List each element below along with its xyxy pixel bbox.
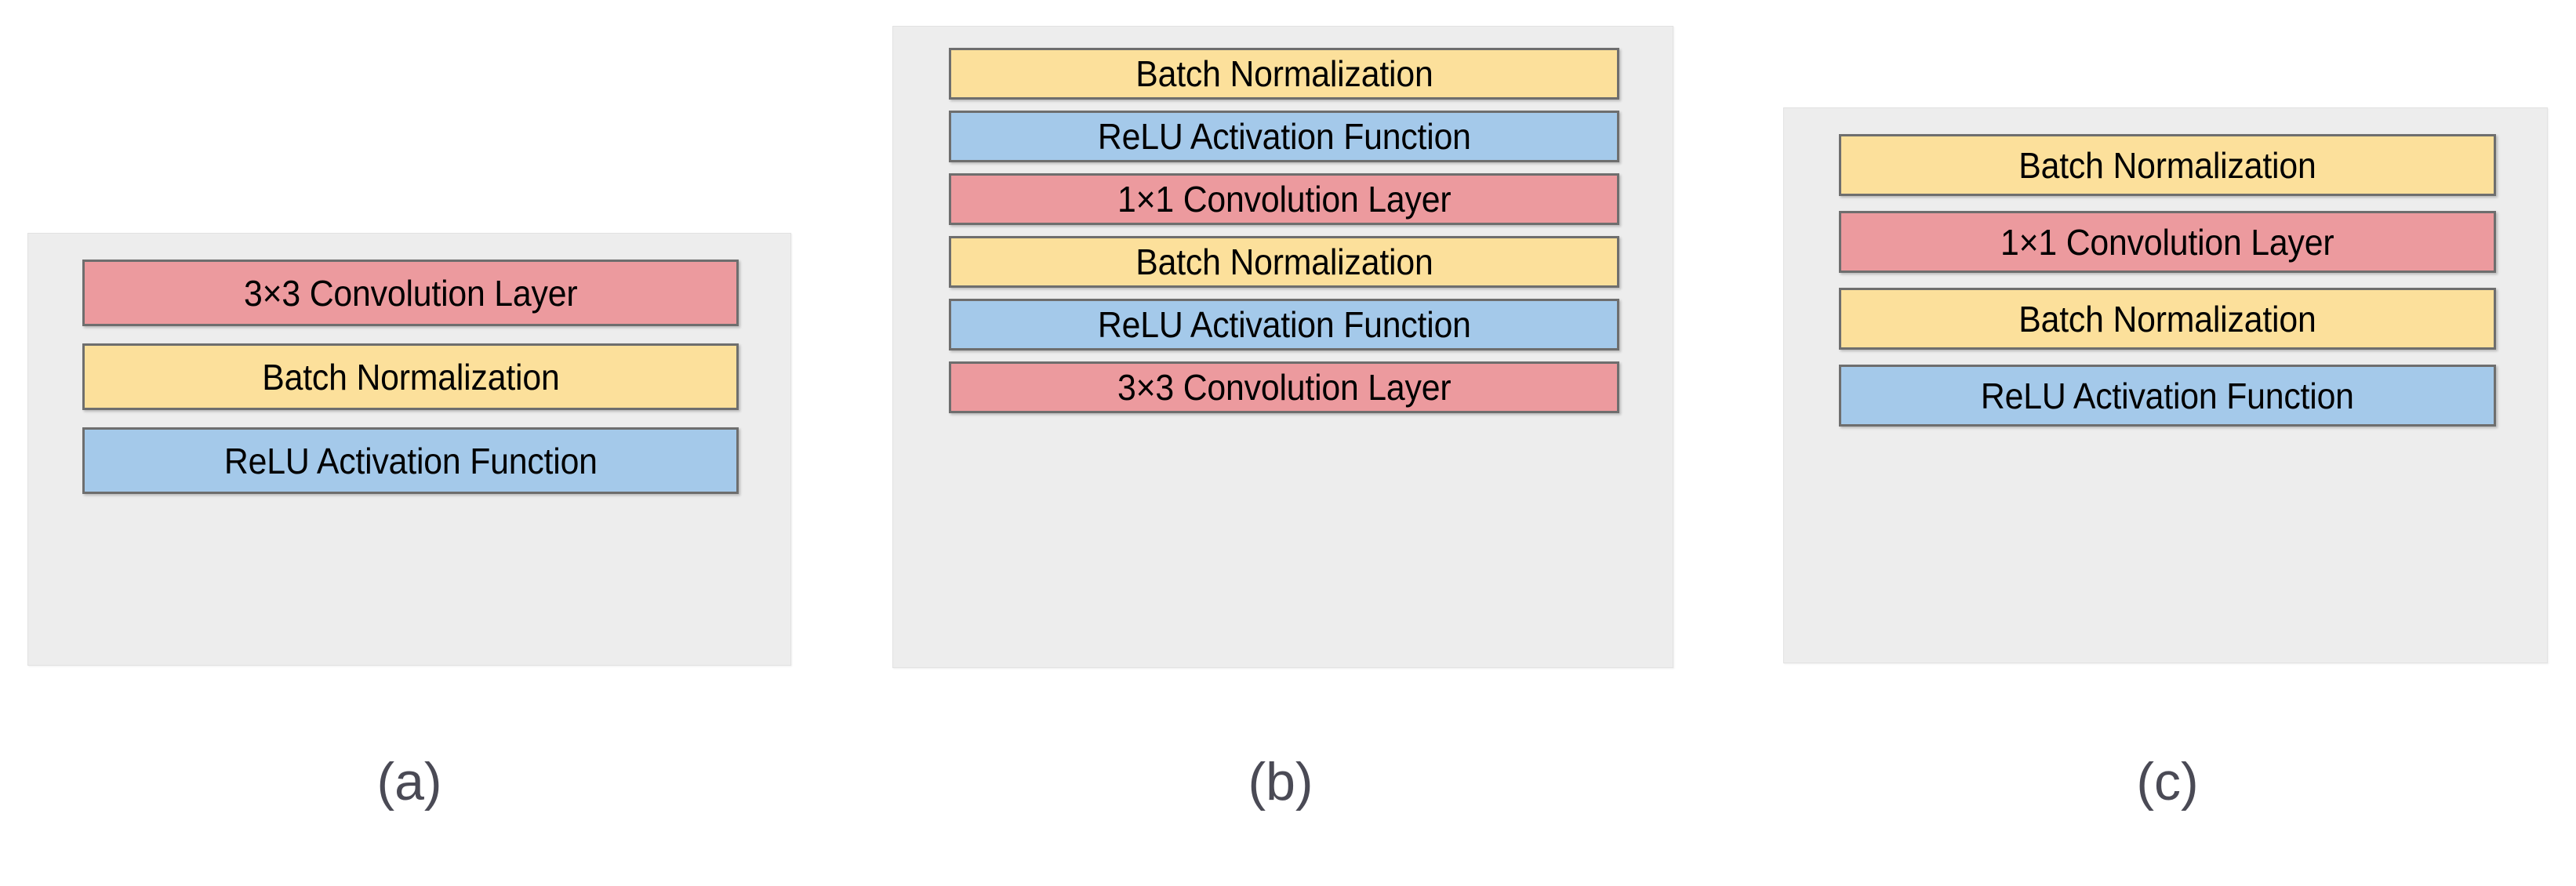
panel-a-layer-stack: 3×3 Convolution Layer Batch Normalizatio…: [82, 234, 739, 511]
layer-label: ReLU Activation Function: [1981, 375, 2354, 416]
layer-label: 1×1 Convolution Layer: [1117, 179, 1451, 220]
panel-b-block-diagram: Batch Normalization ReLU Activation Func…: [892, 26, 1673, 668]
layer-box-batch-normalization: Batch Normalization: [1839, 288, 2496, 350]
panel-c-block-diagram: Batch Normalization 1×1 Convolution Laye…: [1783, 107, 2548, 663]
layer-label: Batch Normalization: [2018, 144, 2316, 186]
panel-caption-a: (a): [376, 752, 442, 812]
layer-label: ReLU Activation Function: [223, 440, 598, 481]
layer-box-batch-normalization: Batch Normalization: [1839, 134, 2496, 196]
panel-a-block-diagram: 3×3 Convolution Layer Batch Normalizatio…: [27, 233, 791, 666]
layer-box-batch-normalization: Batch Normalization: [949, 48, 1619, 100]
layer-label: Batch Normalization: [1135, 53, 1433, 94]
layer-label: 3×3 Convolution Layer: [243, 272, 578, 314]
layer-box-conv1x1: 1×1 Convolution Layer: [1839, 211, 2496, 273]
layer-box-relu-activation: ReLU Activation Function: [82, 427, 739, 494]
layer-box-batch-normalization: Batch Normalization: [949, 236, 1619, 288]
layer-label: ReLU Activation Function: [1097, 304, 1471, 345]
layer-box-conv1x1: 1×1 Convolution Layer: [949, 173, 1619, 225]
layer-label: 1×1 Convolution Layer: [2000, 221, 2334, 263]
layer-box-conv3x3: 3×3 Convolution Layer: [949, 361, 1619, 413]
panel-caption-b: (b): [1248, 752, 1313, 812]
layer-box-conv3x3: 3×3 Convolution Layer: [82, 260, 739, 326]
layer-label: 3×3 Convolution Layer: [1117, 367, 1451, 408]
layer-box-batch-normalization: Batch Normalization: [82, 343, 739, 410]
layer-label: ReLU Activation Function: [1097, 116, 1471, 157]
panel-b-layer-stack: Batch Normalization ReLU Activation Func…: [949, 27, 1619, 424]
layer-box-relu-activation: ReLU Activation Function: [949, 111, 1619, 162]
layer-label: Batch Normalization: [2018, 298, 2316, 340]
panel-c-layer-stack: Batch Normalization 1×1 Convolution Laye…: [1839, 108, 2496, 441]
panel-caption-c: (c): [2136, 752, 2199, 812]
layer-label: Batch Normalization: [1135, 241, 1433, 282]
layer-box-relu-activation: ReLU Activation Function: [949, 299, 1619, 350]
layer-label: Batch Normalization: [261, 356, 560, 398]
layer-box-relu-activation: ReLU Activation Function: [1839, 365, 2496, 427]
